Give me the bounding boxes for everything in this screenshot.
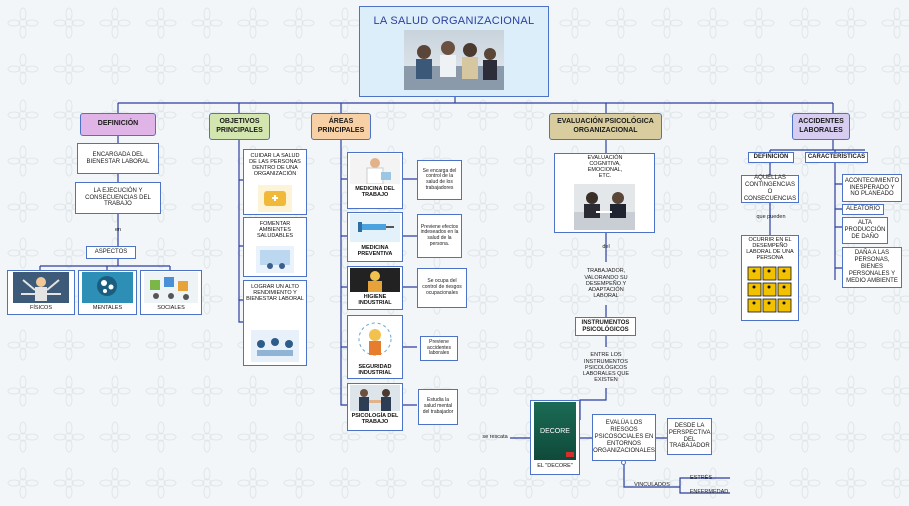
decore-label: EL "DECORE" xyxy=(537,463,573,469)
aspectos-node[interactable]: ASPECTOS xyxy=(86,246,136,259)
objetivo-text-1: CUIDAR LA SALUD DE LAS PERSONAS DENTRO D… xyxy=(249,153,301,178)
estres-label: ESTRÉS xyxy=(690,474,713,481)
definicion-node-ejecucion[interactable]: LA EJECUCIÓN Y CONSECUENCIAS DEL TRABAJO xyxy=(75,182,161,214)
safety-icon xyxy=(350,317,400,361)
area-desc-seguridad[interactable]: Previene accidentes laborales xyxy=(420,336,458,361)
area-name-medicina-preventiva: MEDICINA PREVENTIVA xyxy=(357,245,393,258)
areas-header[interactable]: ÁREAS PRINCIPALES xyxy=(311,113,371,140)
area-desc-higiene[interactable]: Se ocupa del control de riesgos ocupacio… xyxy=(417,268,467,308)
social-icon xyxy=(144,272,198,303)
vaccine-icon xyxy=(350,214,400,242)
area-desc-psicologia[interactable]: Estudia la salud mental del trabajador xyxy=(418,389,458,425)
decore-book: DECORE xyxy=(534,402,576,460)
mental-icon xyxy=(82,272,133,303)
area-desc-medicina-trabajo[interactable]: Se encarga del control de la salud de lo… xyxy=(417,160,462,200)
entre-node[interactable]: ENTRE LOS INSTRUMENTOS PSICOLÓGICOS LABO… xyxy=(582,352,630,384)
accident-signs-icon xyxy=(746,265,794,317)
evaluacion-header[interactable]: EVALUACIÓN PSICOLÓGICA ORGANIZACIONAL xyxy=(549,113,662,140)
physical-icon xyxy=(13,272,69,303)
sociales-label: SOCIALES xyxy=(157,305,185,311)
caracteristica-1[interactable]: ACONTECIMIENTO INESPERADO Y NO PLANEADO xyxy=(842,174,902,202)
area-name-medicina-trabajo: MEDICINA DEL TRABAJO xyxy=(355,186,395,199)
handshake-photo xyxy=(350,385,400,411)
vinculados-label: VINCULADOS xyxy=(634,482,670,489)
page-title: LA SALUD ORGANIZACIONAL xyxy=(373,15,535,27)
aquellas-node[interactable]: AQUELLAS CONTINGENCIAS O CONSECUENCIAS xyxy=(741,175,799,203)
objetivo-text-3: LOGRAR UN ALTO RENDIMIENTO Y BIENESTAR L… xyxy=(246,284,304,303)
se-rescata-label: se rescata xyxy=(482,434,508,441)
instrumentos-node[interactable]: INSTRUMENTOS PSICOLÓGICOS xyxy=(575,317,636,336)
objetivos-header[interactable]: OBJETIVOS PRINCIPALES xyxy=(209,113,270,140)
objetivo-text-2: FOMENTAR AMBIENTES SALUDABLES xyxy=(256,221,294,240)
connector-en: en xyxy=(114,226,122,233)
connector-del: del xyxy=(602,244,610,251)
trabajador-node[interactable]: TRABAJADOR, VALORANDO SU DESEMPEÑO Y ADA… xyxy=(584,268,628,300)
area-name-seguridad: SEGURIDAD INDUSTRIAL xyxy=(358,364,392,377)
decore-book-title: DECORE xyxy=(540,428,570,435)
accidentes-definicion-node[interactable]: DEFINICIÓN xyxy=(748,152,794,163)
area-name-psicologia: PSICOLOGÍA DEL TRABAJO xyxy=(351,413,399,426)
doctor-photo xyxy=(350,154,400,184)
performance-icon xyxy=(251,330,299,362)
team-photo xyxy=(404,30,504,90)
hygiene-worker-icon xyxy=(350,268,400,292)
evalua-node[interactable]: EVALÚA LOS RIESGOS PSICOSOCIALES EN ENTO… xyxy=(592,414,656,461)
accidentes-header[interactable]: ACCIDENTES LABORALES xyxy=(792,113,850,140)
enfermedad-label: ENFERMEDAD xyxy=(689,488,729,495)
definicion-node-bienestar[interactable]: ENCARGADA DEL BIENESTAR LABORAL xyxy=(77,143,159,174)
evaluation-photo xyxy=(574,184,635,230)
evaluacion-top-text: EVALUACIÓN COGNITIVA, EMOCIONAL, ETC. xyxy=(587,155,623,180)
que-pueden-label: que pueden xyxy=(756,214,786,221)
caracteristica-2[interactable]: ALEATORIO xyxy=(842,204,884,215)
desde-node[interactable]: DESDE LA PERSPECTIVA DEL TRABAJADOR xyxy=(667,418,712,455)
area-desc-medicina-preventiva[interactable]: Previene efectos indeseados en la salud … xyxy=(417,214,462,258)
caracteristica-4[interactable]: DAÑA A LAS PERSONAS, BIENES PERSONALES Y… xyxy=(842,247,902,288)
health-care-icon xyxy=(258,185,292,212)
collapse-dot[interactable] xyxy=(621,460,626,465)
environment-icon xyxy=(256,246,294,273)
definicion-header[interactable]: DEFINICIÓN xyxy=(80,113,156,136)
area-name-higiene: HIGIENE INDUSTRIAL xyxy=(358,294,392,307)
ocurrir-text: OCURRIR EN EL DESEMPEÑO LABORAL DE UNA P… xyxy=(746,237,794,262)
accidentes-caracteristicas-node[interactable]: CARACTERÍSTICAS xyxy=(805,152,868,163)
mentales-label: MENTALES xyxy=(92,305,123,311)
caracteristica-3[interactable]: ALTA PRODUCCIÓN DE DAÑO xyxy=(842,217,888,244)
fisicos-label: FÍSICOS xyxy=(29,305,52,311)
